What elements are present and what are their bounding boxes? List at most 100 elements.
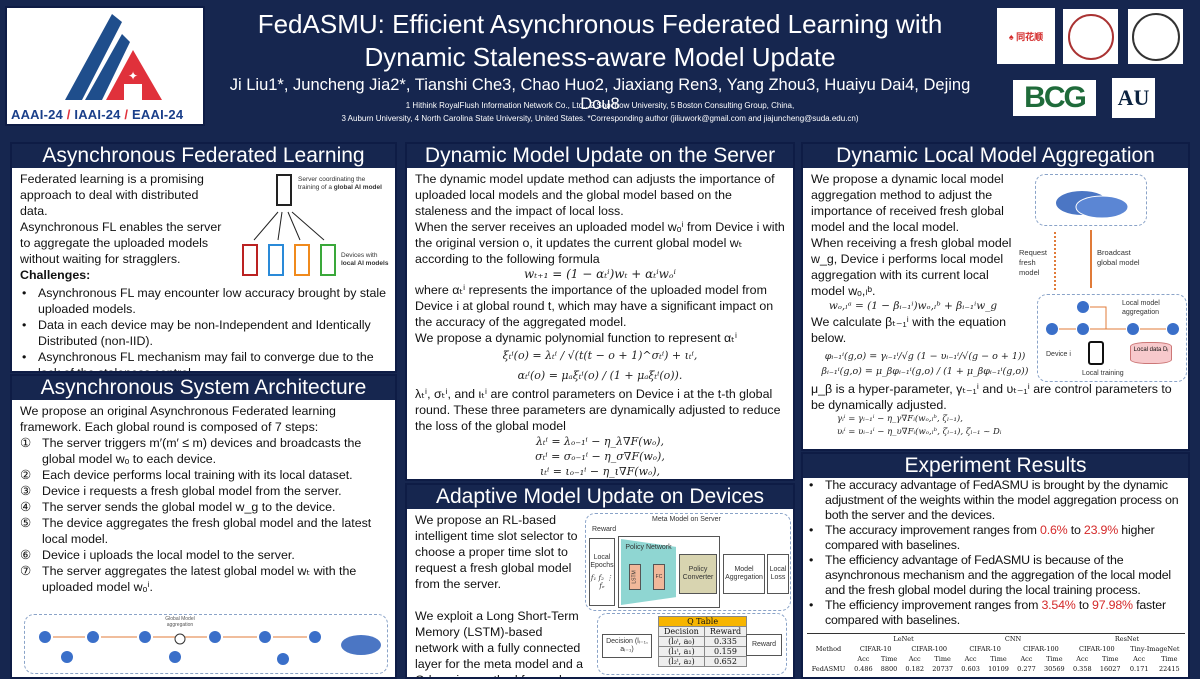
local-loss-box: Local Loss xyxy=(767,554,789,594)
request-broadcast-arrows xyxy=(1054,230,1092,290)
paragraph: We propose a dynamic polynomial function… xyxy=(415,331,738,345)
table-dataset: CIFAR-100 xyxy=(1078,645,1115,653)
table-cell: 0.603 xyxy=(961,665,980,673)
section-title: Dynamic Model Update on the Server xyxy=(407,144,793,168)
formula: φᵢ₋₁ⁱ(g,o) = γᵢ₋₁ⁱ/√g (1 − υᵢ₋₁ⁱ/√(g − o… xyxy=(824,351,1026,362)
fig-devices-label: Devices with xyxy=(341,252,378,259)
step-number: ④ xyxy=(20,500,32,514)
panel-experiment-results: Experiment Results The accuracy advantag… xyxy=(801,452,1190,679)
table-metric: Time xyxy=(1161,655,1178,663)
table-metric: Time xyxy=(1046,655,1063,663)
device-icon xyxy=(294,244,310,276)
table-metric: Acc xyxy=(908,655,921,663)
device-icon xyxy=(242,244,258,276)
affiliations-line-1: 1 Hithink RoyalFlush Information Network… xyxy=(405,101,795,110)
formula: σₜⁱ = σₒ₋₁ⁱ − η_σ∇F(wₒ), xyxy=(535,450,665,463)
result-item: The efficiency advantage of FedASMU is b… xyxy=(803,553,1186,598)
model-aggregation-box: Model Aggregation xyxy=(723,554,765,594)
fig-label: FC xyxy=(655,574,663,580)
bcg-logo: BCG xyxy=(1013,80,1096,116)
table-cell: 20737 xyxy=(932,665,953,673)
text: The accuracy improvement ranges from xyxy=(825,523,1041,537)
affiliations: 1 Hithink RoyalFlush Information Network… xyxy=(210,99,990,125)
table-metric: Acc xyxy=(1020,655,1033,663)
paragraph: We exploit a Long Short-Term Memory (LST… xyxy=(415,609,584,677)
table-cell: 8800 xyxy=(880,665,898,673)
table-dataset: CIFAR-10 xyxy=(859,645,892,653)
section-title: Dynamic Local Model Aggregation xyxy=(803,144,1188,168)
table-dataset: CIFAR-100 xyxy=(1023,645,1059,653)
cloud-icon xyxy=(1056,191,1129,219)
efficiency-min: 3.54% xyxy=(1041,598,1076,612)
formula: βᵢ₋₁ⁱ(g,o) = μ_βφᵢ₋₁ⁱ(g,o) / (1 + μ_βφᵢ₋… xyxy=(821,366,1029,377)
reward-box: Reward xyxy=(746,634,782,656)
local-model-chain xyxy=(1046,301,1179,335)
title-line-1: FedASMU: Efficient Asynchronous Federate… xyxy=(257,9,943,39)
fl-diagram: Server coordinating the training of a gl… xyxy=(226,172,395,282)
q-table-header: Reward xyxy=(703,626,748,637)
text: The efficiency improvement ranges from xyxy=(825,598,1042,612)
poster-header: ✦ AAAI-24 / IAAI-24 / EAAI-24 FedASMU: E… xyxy=(0,0,1200,138)
table-metric: Acc xyxy=(1076,655,1089,663)
auburn-logo: AU xyxy=(1112,78,1155,118)
step-number: ⑦ xyxy=(20,564,32,578)
table-cell: 22415 xyxy=(1158,665,1180,673)
section-title: Asynchronous System Architecture xyxy=(12,376,395,400)
aaai-triangle-icon: ✦ xyxy=(65,14,162,100)
formula: ξₜⁱ(o) = λₜⁱ / √(t(t − o + 1)^σₜⁱ) + ιₜⁱ… xyxy=(502,349,698,362)
panel-async-fl: Asynchronous Federated Learning Federate… xyxy=(10,142,397,373)
paragraph: When receiving a fresh global model w_g,… xyxy=(811,236,1012,298)
result-item: The accuracy improvement ranges from 0.6… xyxy=(803,523,1186,553)
local-data-icon: Local data Dᵢ xyxy=(1130,342,1172,364)
fig-label: Decision (lᵢ₋₁, aᵢ₋₁) xyxy=(606,638,648,653)
paragraph: We propose an original Asynchronous Fede… xyxy=(20,404,336,434)
fig-server-label: Server coordinating the training of a xyxy=(298,176,366,191)
phone-icon xyxy=(1088,341,1104,365)
table-metric: Acc xyxy=(1133,655,1146,663)
step-number: ① xyxy=(20,436,32,450)
ncsu-seal xyxy=(1128,9,1183,64)
paragraph: where αₜⁱ represents the importance of t… xyxy=(415,283,774,329)
q-table-cell: 0.652 xyxy=(703,656,748,667)
q-table-cell: (l₀ⁱ, a₀) xyxy=(658,636,705,647)
formula: ιₜⁱ = ιₒ₋₁ⁱ − η_ι∇F(wₒ), xyxy=(539,465,661,478)
section-title: Asynchronous Federated Learning xyxy=(12,144,395,168)
paragraph: When the server receives an uploaded mod… xyxy=(415,220,785,266)
server-icon xyxy=(276,174,292,206)
efficiency-max: 97.98% xyxy=(1092,598,1133,612)
text: to xyxy=(1067,523,1084,537)
text: to xyxy=(1075,598,1093,612)
table-header: CNN xyxy=(1004,635,1022,643)
fig-label: Meta Model on Server xyxy=(652,516,721,523)
paragraph: μ_β is a hyper-parameter, γₜ₋₁ⁱ and υₜ₋₁… xyxy=(811,382,1172,412)
fig-label: Local training xyxy=(1082,370,1124,377)
table-metric: Time xyxy=(934,655,951,663)
title-line-2: Dynamic Staleness-aware Model Update xyxy=(364,42,836,72)
table-dataset: CIFAR-10 xyxy=(969,645,1001,653)
table-cell: 0.171 xyxy=(1129,665,1149,673)
fig-label: LSTM xyxy=(632,570,638,584)
q-table-cell: 0.159 xyxy=(703,646,748,657)
panel-system-architecture: Asynchronous System Architecture We prop… xyxy=(10,374,397,679)
step-text: The server aggregates the latest global … xyxy=(42,564,357,594)
fig-label: Global Model aggregation xyxy=(165,616,195,628)
table-metric: Time xyxy=(1102,655,1119,663)
local-aggregation-diagram: Local model aggregation Device i Local d… xyxy=(1037,294,1187,382)
step-item: ⑦ The server aggregates the latest global… xyxy=(20,563,387,595)
device-icon xyxy=(320,244,336,276)
policy-converter: Policy Converter xyxy=(679,554,717,594)
conference-logo-text: AAAI-24 / IAAI-24 / EAAI-24 xyxy=(11,107,184,122)
model-chain xyxy=(39,631,381,665)
table-cell: 16027 xyxy=(1099,665,1121,673)
meta-model-diagram: Meta Model on Server Reward Local Epochs… xyxy=(585,513,791,611)
paragraph: Federated learning is a promising approa… xyxy=(20,172,204,218)
aaai-logo: ✦ AAAI-24 / IAAI-24 / EAAI-24 xyxy=(5,6,205,126)
panel-device-update: Adaptive Model Update on Devices We prop… xyxy=(405,483,795,679)
hithink-logo: ♠ 同花顺 xyxy=(997,8,1055,64)
